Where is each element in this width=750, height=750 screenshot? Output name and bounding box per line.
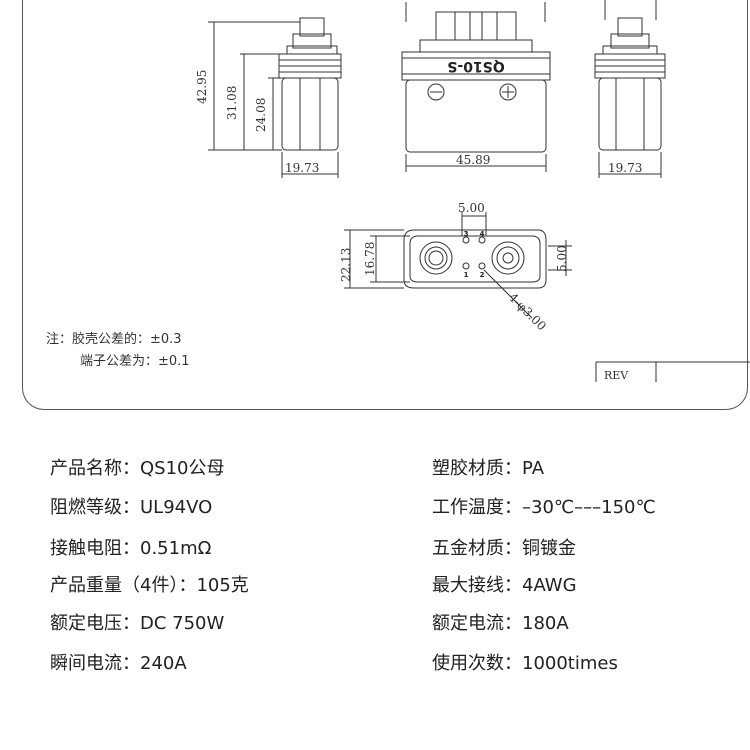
dim-right-width: 19.73: [608, 161, 642, 175]
tolerance-note-housing: 注：胶壳公差的：±0.3: [46, 332, 182, 347]
dim-left-height-total: 42.95: [195, 70, 209, 104]
spec-value: QS10公母: [140, 458, 225, 479]
mating-face-view: [344, 212, 572, 319]
spec-value: 240A: [140, 653, 187, 674]
right-side-view: [594, 0, 666, 178]
dim-hole-spec: 4-φ3.00: [506, 290, 549, 333]
spec-operating-temperature: 工作温度：–30℃–––150℃: [432, 493, 656, 519]
dim-face-height-inner: 16.78: [363, 242, 377, 276]
spec-rated-voltage: 额定电压：DC 750W: [50, 609, 224, 635]
front-view: [401, 2, 551, 172]
pin-label-2: 2: [480, 271, 485, 279]
spec-metal-material: 五金材质：铜镀金: [432, 534, 576, 560]
housing-mark: QS10-S: [447, 58, 504, 74]
spec-value: 铜镀金: [522, 538, 576, 559]
spec-flame-rating: 阻燃等级：UL94VO: [50, 493, 212, 519]
spec-peak-current: 瞬间电流：240A: [50, 649, 187, 675]
spec-label: 使用次数：: [432, 653, 522, 674]
tolerance-note-terminal: 端子公差为：±0.1: [80, 354, 190, 369]
spec-value: DC 750W: [140, 613, 225, 634]
left-side-view: [208, 17, 342, 178]
spec-label: 产品名称：: [50, 458, 140, 479]
pin-label-4: 4: [480, 230, 485, 238]
spec-weight: 产品重量（4件）：105克: [50, 571, 249, 597]
spec-value: PA: [522, 458, 545, 479]
rev-label: REV: [604, 369, 629, 382]
spec-label: 塑胶材质：: [432, 458, 522, 479]
dim-left-width: 19.73: [285, 161, 319, 175]
spec-plastic-material: 塑胶材质：PA: [432, 454, 544, 480]
spec-product-name: 产品名称：QS10公母: [50, 454, 225, 480]
spec-label: 瞬间电流：: [50, 653, 140, 674]
spec-value: 105克: [196, 575, 249, 596]
dim-left-height-mid: 31.08: [225, 86, 239, 120]
dim-left-height-inner: 24.08: [254, 98, 268, 132]
spec-label: 工作温度：: [432, 497, 522, 518]
spec-value: 0.51mΩ: [140, 538, 212, 559]
spec-value: 1000times: [522, 653, 618, 674]
spec-max-wire: 最大接线：4AWG: [432, 571, 577, 597]
spec-label: 接触电阻：: [50, 538, 140, 559]
dim-front-width: 45.89: [456, 153, 490, 167]
spec-value: –30℃–––150℃: [522, 497, 656, 518]
drawing-panel: [22, 0, 748, 410]
spec-contact-resistance: 接触电阻：0.51mΩ: [50, 534, 211, 560]
dim-face-side: 5.00: [555, 245, 569, 272]
spec-mating-cycles: 使用次数：1000times: [432, 649, 618, 675]
pin-label-1: 1: [464, 271, 469, 279]
spec-value: 4AWG: [522, 575, 577, 596]
pin-label-3: 3: [464, 230, 469, 238]
spec-value: UL94VO: [140, 497, 213, 518]
spec-label: 五金材质：: [432, 538, 522, 559]
title-block: [595, 361, 750, 382]
spec-label: 最大接线：: [432, 575, 522, 596]
spec-label: 阻燃等级：: [50, 497, 140, 518]
spec-value: 180A: [522, 613, 569, 634]
spec-rated-current: 额定电流：180A: [432, 609, 569, 635]
dim-pin-pitch: 5.00: [458, 201, 485, 215]
spec-label: 额定电压：: [50, 613, 140, 634]
spec-label: 额定电流：: [432, 613, 522, 634]
technical-drawing: 42.95 31.08 24.08 19.73 QS10-S 45.89: [195, 0, 750, 382]
dim-face-height-outer: 22.13: [339, 248, 353, 282]
spec-label: 产品重量（4件）：: [50, 575, 197, 596]
